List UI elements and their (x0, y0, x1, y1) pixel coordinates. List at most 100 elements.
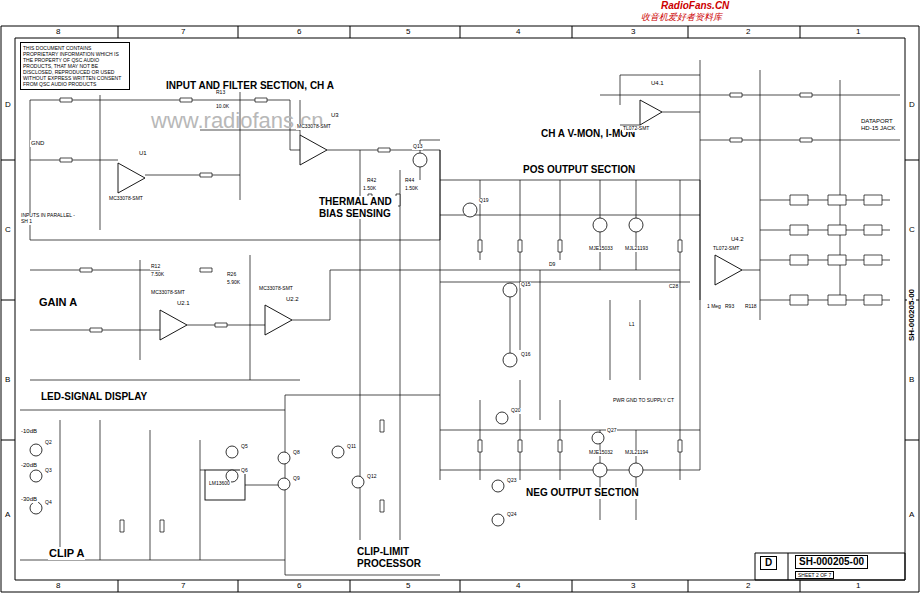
text-label: -30dB (20, 496, 38, 503)
text-label: 8 (55, 581, 61, 590)
text-label: 收音机爱好者资料库 (640, 12, 723, 22)
text-label: PWR GND TO SUPPLY CT (612, 398, 675, 404)
text-label: SH-000205-00 (907, 288, 916, 342)
text-label: MC33078-SMT (108, 196, 144, 202)
text-label: -10dB (20, 428, 38, 435)
transistor-symbol (30, 153, 643, 526)
text-label: Q3 (44, 468, 53, 474)
text-label: U2.1 (176, 300, 191, 307)
node-text: SH-000205-00 (799, 556, 864, 568)
text-label: Q2 (44, 440, 53, 446)
text-label: Q23 (506, 478, 517, 484)
text-label: R44 (404, 178, 415, 184)
text-label: 2 (745, 27, 751, 36)
resistor-symbol (60, 93, 812, 532)
text-label: 1 Meg (706, 304, 722, 310)
text-label: D (4, 100, 12, 109)
node-text: THIS DOCUMENT CONTAINS PROPRIETARY INFOR… (23, 45, 127, 87)
text-label: 1 (855, 27, 861, 36)
text-label: D (908, 100, 916, 109)
text-label: 2 (745, 581, 751, 590)
text-label: R12 (150, 264, 161, 270)
text-label: Q15 (520, 282, 531, 288)
text-label: 7 (180, 27, 186, 36)
text-label: R93 (724, 304, 735, 310)
text-label: Q24 (506, 512, 517, 518)
text-label: Q13 (412, 144, 423, 150)
title-cell: SHEET 2 OF 7 (795, 571, 834, 579)
text-label: GND (30, 140, 45, 147)
text-label: Q4 (44, 500, 53, 506)
text-label: 1.50K (362, 186, 377, 192)
text-label: D9 (548, 262, 556, 268)
text-label: TL072-SMT (622, 126, 650, 132)
text-label: L1 (628, 322, 636, 328)
text-label: MJE15032 (588, 450, 614, 456)
text-label: A (4, 510, 11, 519)
wire (20, 60, 900, 575)
text-label: 1 (855, 581, 861, 590)
text-label: DATAPORT HD-15 JACK (860, 118, 904, 132)
text-label: U4.2 (730, 236, 745, 243)
node-text: D (765, 557, 772, 569)
text-label: MC33078-SMT (150, 290, 186, 296)
text-label: CLIP A (48, 547, 85, 560)
text-label: A (908, 510, 915, 519)
text-label: B (4, 375, 11, 384)
text-label: CLIP-LIMIT PROCESSOR (356, 546, 430, 569)
text-label: B (908, 375, 915, 384)
text-label: Q9 (292, 476, 301, 482)
notice-box: THIS DOCUMENT CONTAINS PROPRIETARY INFOR… (20, 42, 130, 90)
text-label: MJL21193 (624, 246, 649, 252)
text-label: POS OUTPUT SECTION (522, 164, 636, 176)
title-cell: SH-000205-00 (795, 555, 868, 569)
text-label: 6 (296, 27, 302, 36)
text-label: R42 (366, 178, 377, 184)
text-label: THERMAL AND BIAS SENSING (318, 196, 398, 219)
text-label: Q12 (366, 474, 377, 480)
text-label: C (908, 225, 916, 234)
title-cell: D (760, 556, 777, 570)
text-label: 10.0K (215, 104, 230, 110)
text-label: 7.50K (150, 272, 165, 278)
text-label: Q11 (346, 444, 357, 450)
ic-symbol (205, 470, 245, 500)
text-label: MC33078-SMT (258, 286, 294, 292)
text-label: 6 (296, 581, 302, 590)
text-label: INPUTS IN PARALLEL - SH 1 (20, 213, 84, 225)
text-label: 3 (630, 27, 636, 36)
text-label: Q27 (606, 428, 617, 434)
text-label: 5.90K (226, 280, 241, 286)
text-label: C28 (668, 284, 679, 290)
text-label: U1 (138, 150, 148, 157)
sheet-frame (1, 26, 919, 592)
text-label: -20dB (20, 462, 38, 469)
text-label: GAIN A (38, 296, 78, 309)
text-label: INPUT AND FILTER SECTION, CH A (165, 80, 335, 92)
text-label: R26 (226, 272, 237, 278)
text-label: MJL21194 (624, 450, 649, 456)
text-label: Q6 (240, 468, 249, 474)
text-label: Q16 (520, 352, 531, 358)
text-label: 4 (515, 27, 521, 36)
opamp-symbol (118, 100, 742, 340)
text-label: 1.50K (404, 186, 419, 192)
text-label: RadioFans.CN (660, 0, 730, 12)
node-text: SHEET 2 OF 7 (798, 572, 831, 578)
text-label: LM13600 (208, 481, 231, 487)
text-label: 8 (55, 27, 61, 36)
text-label: 5 (405, 581, 411, 590)
text-label: Q5 (240, 444, 249, 450)
text-label: 4 (515, 581, 521, 590)
text-label: U2.2 (285, 296, 300, 303)
text-label: Q8 (292, 450, 301, 456)
text-label: Q19 (478, 198, 489, 204)
text-label: MC33078-SMT (296, 124, 332, 130)
text-label: MJE15033 (588, 246, 614, 252)
text-label: U3 (330, 112, 340, 119)
title-block (755, 553, 905, 580)
connector-block (790, 195, 882, 305)
text-label: LED-SIGNAL DISPLAY (40, 391, 148, 403)
